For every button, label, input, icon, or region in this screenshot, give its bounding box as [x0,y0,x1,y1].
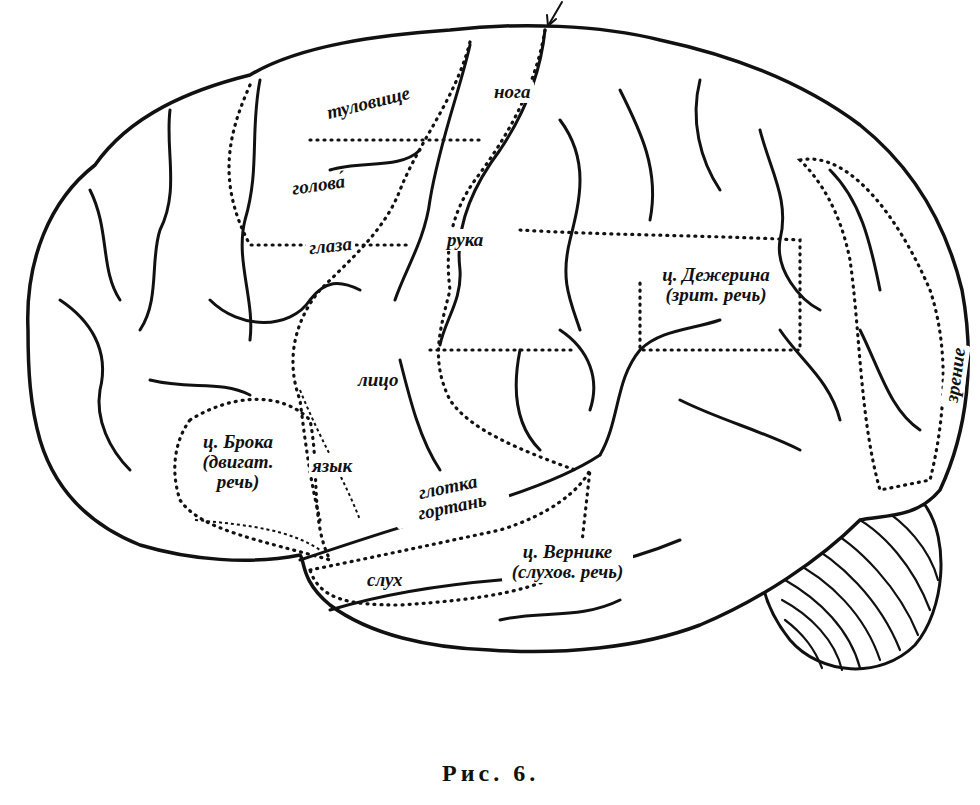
region-label: рука [444,229,486,251]
region-label: ц. Вернике (слухов. речь) [502,541,633,583]
region-label: язык [309,455,355,477]
region-label: слух [364,569,406,591]
region-label: ц. Брока (двигат. речь) [185,431,291,493]
figure-caption: Рис. 6. [442,760,539,787]
region-label: ц. Дежерина (зрит. речь) [653,264,779,306]
region-label: лицо [355,369,401,391]
region-label: нога [491,81,534,103]
